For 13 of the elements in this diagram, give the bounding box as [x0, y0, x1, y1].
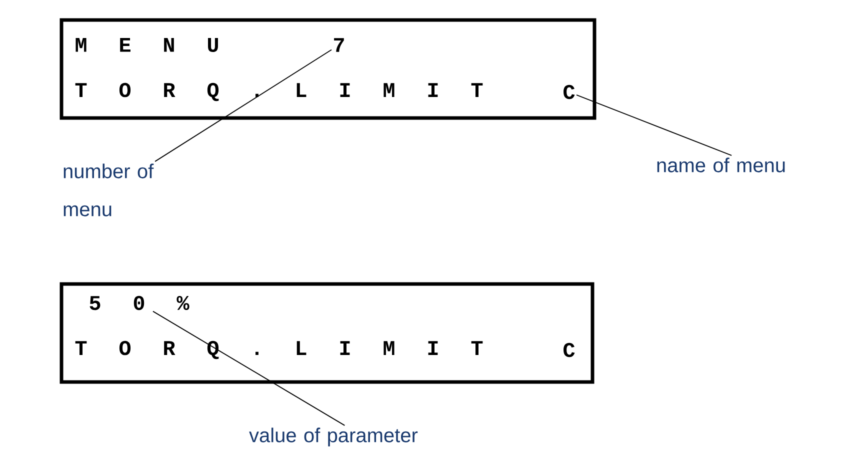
display-text: 5 0 % — [90, 296, 190, 310]
leader-line — [576, 94, 732, 156]
leader-line — [154, 49, 332, 162]
leader-line — [152, 310, 346, 426]
display-text: C — [564, 342, 575, 358]
display-text: C — [564, 84, 575, 100]
callout-text: value of parameter — [249, 428, 418, 446]
callout-text: name of menu — [657, 158, 785, 172]
lcd-display — [60, 282, 594, 384]
display-text: 7 — [334, 38, 344, 52]
lcd-display — [60, 18, 596, 120]
callout-text: number of menu — [64, 164, 154, 216]
display-text: M E N U — [76, 38, 218, 52]
